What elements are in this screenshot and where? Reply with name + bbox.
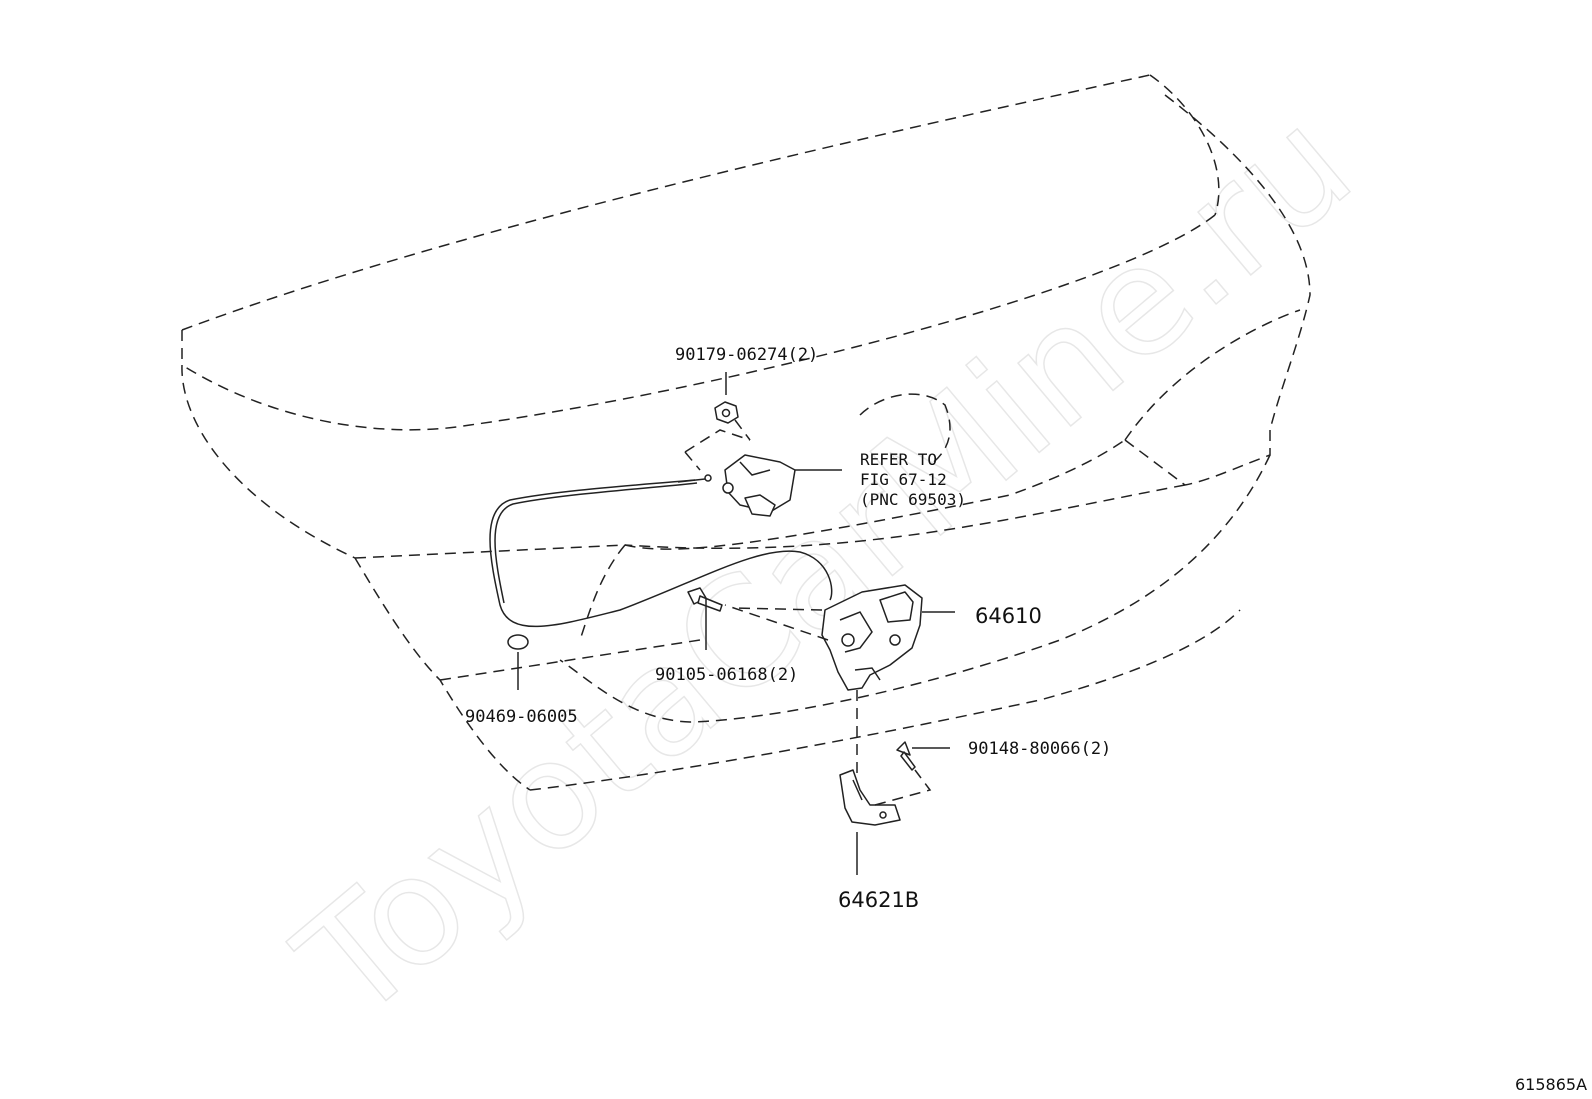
part-label-64621B: 64621B bbox=[838, 888, 919, 912]
part-label-90105: 90105-06168(2) bbox=[655, 665, 798, 685]
striker-bracket bbox=[839, 690, 932, 875]
trunk-lid-outline bbox=[181, 74, 1311, 791]
nut-90179 bbox=[714, 372, 751, 441]
watermark-text: ToyotaCarMine.ru bbox=[267, 77, 1383, 1053]
part-label-90469: 90469-06005 bbox=[465, 707, 578, 727]
release-cable bbox=[489, 474, 833, 628]
reference-line-1: REFER TO bbox=[860, 450, 937, 469]
watermark: ToyotaCarMine.ru bbox=[266, 76, 1384, 1054]
trunk-opener-switch bbox=[684, 429, 842, 517]
reference-line-2: FIG 67-12 bbox=[860, 470, 947, 489]
bolt-90105 bbox=[687, 587, 723, 650]
figure-id: 615865A bbox=[1515, 1075, 1587, 1094]
reference-line-3: (PNC 69503) bbox=[860, 490, 966, 509]
trunk-lock-assembly bbox=[724, 584, 955, 691]
screw-90148 bbox=[896, 741, 950, 771]
part-label-90179: 90179-06274(2) bbox=[675, 345, 818, 365]
part-label-64610: 64610 bbox=[975, 604, 1042, 628]
plug-90469 bbox=[507, 634, 529, 690]
part-label-90148: 90148-80066(2) bbox=[968, 739, 1111, 759]
